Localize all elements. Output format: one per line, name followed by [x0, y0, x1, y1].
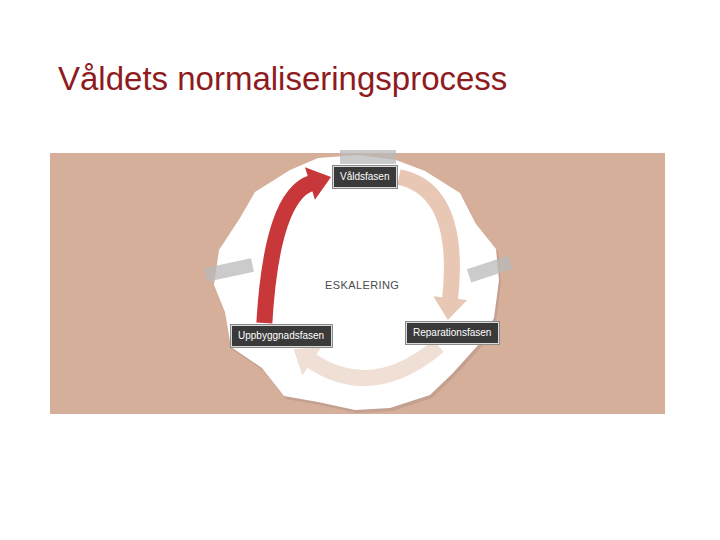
- arrow-head: [433, 296, 467, 320]
- arrow-head: [294, 347, 322, 375]
- arrow-body: [264, 183, 312, 323]
- phase-label: Våldsfasen: [340, 171, 390, 183]
- center-label: ESKALERING: [325, 279, 399, 291]
- phase-label: Uppbyggnadsfasen: [238, 330, 325, 342]
- photo-ground: [50, 153, 665, 414]
- tape-strip: [204, 258, 254, 282]
- arrow-body: [399, 177, 452, 300]
- phase-label: Reparationsfasen: [413, 327, 492, 339]
- cycle-arrow: [294, 346, 439, 378]
- tape-strip: [340, 150, 396, 164]
- arrow-body: [310, 346, 438, 378]
- cycle-arrow: [264, 167, 331, 323]
- tape-strip: [467, 256, 513, 283]
- phase-box: Uppbyggnadsfasen: [231, 325, 332, 347]
- torn-paper-circle: [214, 155, 499, 410]
- phase-box: Reparationsfasen: [406, 322, 499, 344]
- arrow-head: [305, 167, 331, 200]
- cycle-arrow: [399, 177, 467, 320]
- phase-box: Våldsfasen: [333, 166, 397, 188]
- slide-title: Våldets normaliseringsprocess: [58, 60, 507, 98]
